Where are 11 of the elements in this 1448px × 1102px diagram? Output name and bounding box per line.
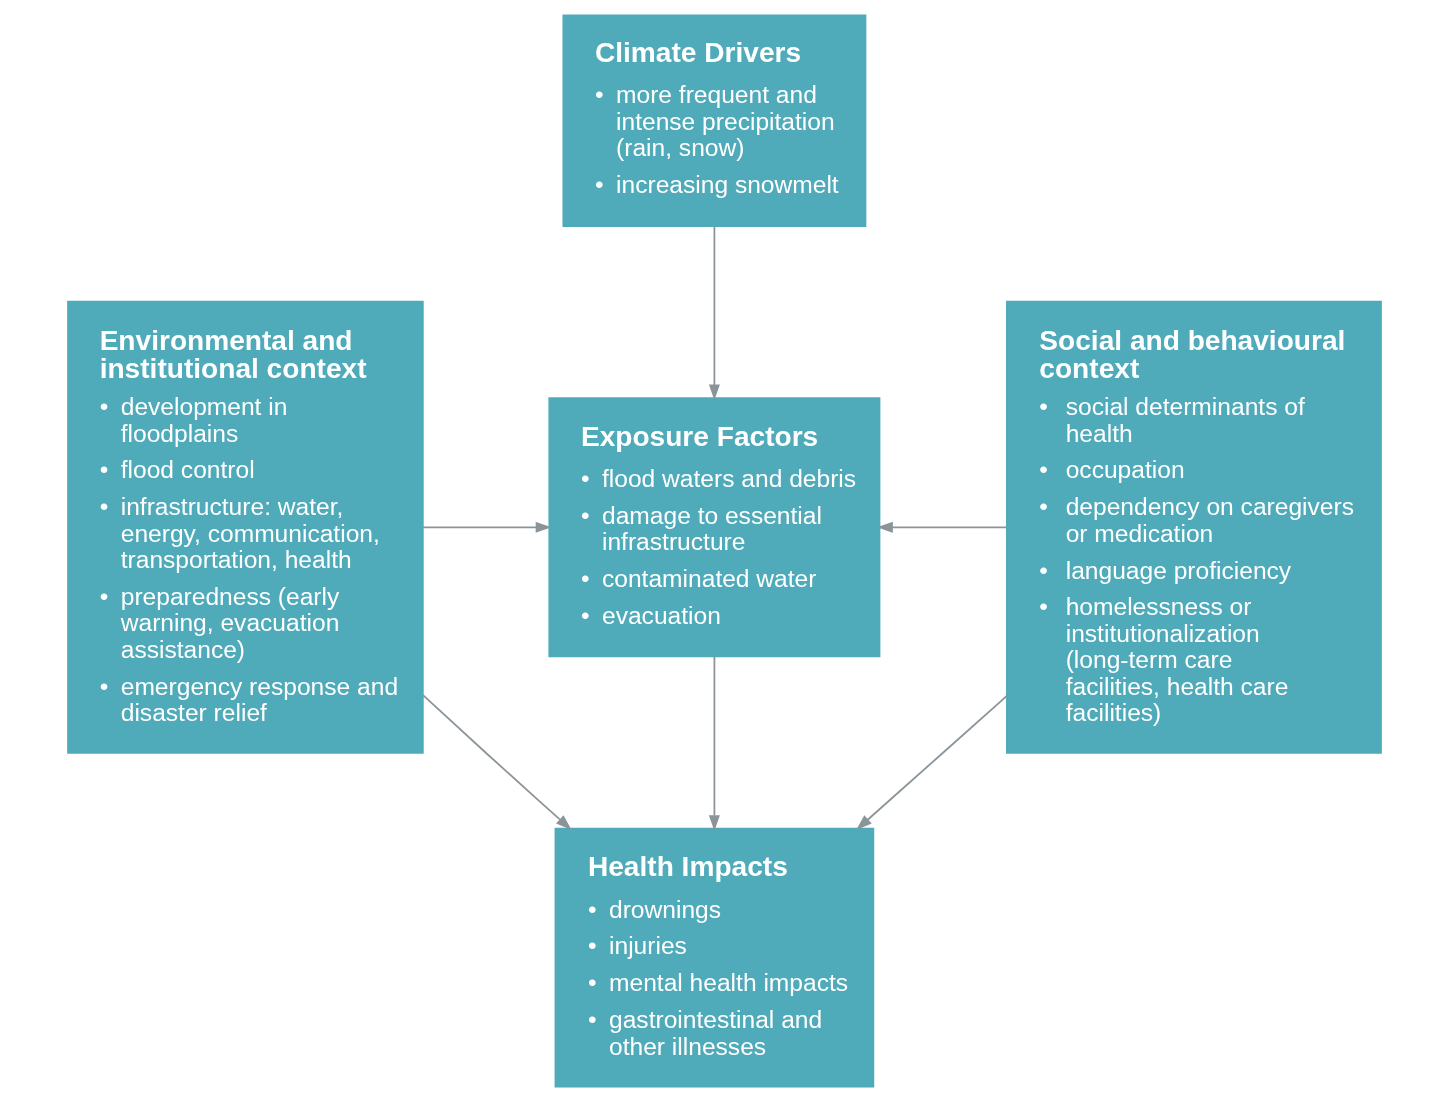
arrow [855,695,1008,830]
node-box: Health Impacts • drownings • injuries • mental health impacts • gastrointestinal and other illnesses [554,827,874,1088]
arrow [421,694,572,830]
node-box: Environmental and institutional context • development in floodplains • flood control • infrastructure: water, energy, communication, transportation, health • preparedness (early warning, evacuation assistance) • emergency response and disaster relief [66,300,424,754]
node-box: Exposure Factors • flood waters and debris • damage to essential infrastructure • contaminated water • evacuation [547,397,880,658]
node-box: Social and behavioural context • social determinants of health • occupation • dependency on caregivers or medication • language proficiency • homelessness or institutionalization (long-term care facilities, health care facilities) [1005,300,1382,754]
arrow [708,225,720,401]
arrow [876,521,1008,533]
arrow [421,521,551,533]
node-box: Climate Drivers • more frequent and intense precipitation (rain, snow) • increasing snowmelt [561,14,866,227]
arrow [708,655,720,831]
